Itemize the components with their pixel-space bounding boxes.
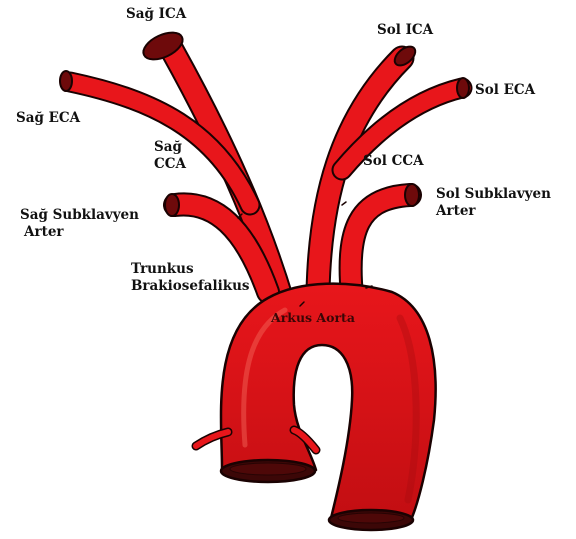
label-trunkus-brakiosefalikus: Trunkus Brakiosefalikus bbox=[131, 261, 250, 295]
label-trunkus-line2: Brakiosefalikus bbox=[131, 278, 250, 295]
label-sag-subklavyen-line2: Arter bbox=[20, 224, 139, 241]
label-sol-subklavyen-arter: Sol Subklavyen Arter bbox=[436, 186, 551, 220]
left-eca-opening bbox=[457, 78, 469, 98]
label-sag-cca: Sağ CCA bbox=[154, 139, 186, 173]
label-sol-subklavyen-line1: Sol Subklavyen bbox=[436, 186, 551, 203]
label-sag-eca: Sağ ECA bbox=[16, 110, 80, 127]
label-sol-subklavyen-line2: Arter bbox=[436, 203, 551, 220]
right-eca-opening bbox=[60, 71, 72, 91]
label-sol-ica-text: Sol ICA bbox=[377, 22, 433, 39]
label-sag-ica: Sağ ICA bbox=[126, 6, 186, 23]
label-sag-cca-line1: Sağ bbox=[154, 139, 186, 156]
label-sol-ica: Sol ICA bbox=[377, 22, 433, 39]
vessels bbox=[60, 27, 469, 530]
label-trunkus-line1: Trunkus bbox=[131, 261, 250, 278]
label-sag-ica-text: Sağ ICA bbox=[126, 6, 186, 23]
label-sag-eca-text: Sağ ECA bbox=[16, 110, 80, 127]
label-sol-cca: Sol CCA bbox=[363, 153, 424, 170]
right-subclavian-opening bbox=[165, 194, 179, 216]
left-subclavian-opening bbox=[405, 184, 419, 206]
label-arkus-aorta: Arkus Aorta bbox=[271, 309, 355, 326]
label-arkus-aorta-text: Arkus Aorta bbox=[271, 309, 355, 326]
label-sol-cca-text: Sol CCA bbox=[363, 153, 424, 170]
label-sag-cca-line2: CCA bbox=[154, 156, 186, 173]
label-sol-eca: Sol ECA bbox=[475, 82, 535, 99]
label-sag-subklavyen-line1: Sağ Subklavyen bbox=[20, 207, 139, 224]
label-sol-eca-text: Sol ECA bbox=[475, 82, 535, 99]
label-sag-subklavyen-arter: Sağ Subklavyen Arter bbox=[20, 207, 139, 241]
